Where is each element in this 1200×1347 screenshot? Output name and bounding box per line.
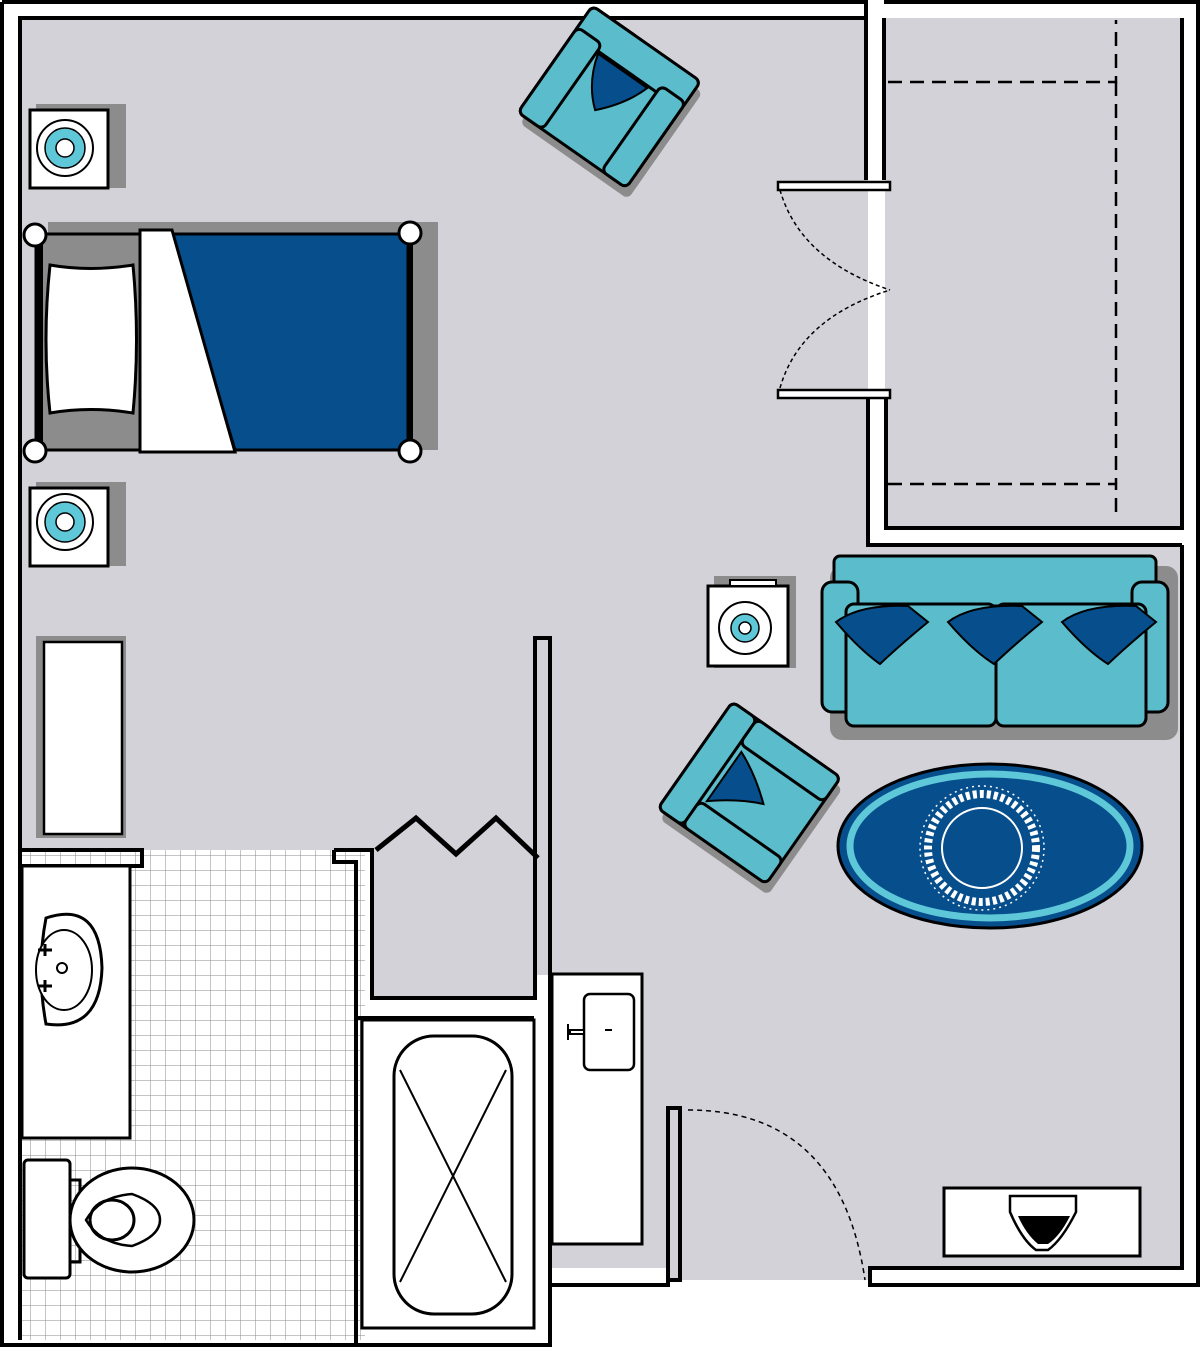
pillow xyxy=(44,263,138,415)
bedpost-tl xyxy=(22,222,48,248)
armchair-pillow xyxy=(704,750,765,806)
armchair-lower xyxy=(658,702,841,893)
bedpost-tr xyxy=(397,220,423,246)
armchair-pillow xyxy=(590,52,649,112)
faucet-icon xyxy=(38,944,52,992)
nightstand-top xyxy=(28,104,126,190)
closet-left-wall-lower xyxy=(866,18,1184,547)
closet-door-bottom-jamb xyxy=(776,388,892,400)
sofa xyxy=(820,554,1178,740)
sofa-pillow-3 xyxy=(1060,604,1158,666)
vanity-sink xyxy=(20,864,132,1140)
toilet xyxy=(22,1158,196,1280)
closet-floor xyxy=(885,18,1180,528)
area-rug xyxy=(836,762,1144,930)
wall-sink xyxy=(550,972,644,1246)
entry-door-swing xyxy=(687,1109,866,1281)
sofa-pillow-1 xyxy=(834,604,930,666)
closet-door-swing-top xyxy=(779,189,891,291)
closet-left-wall xyxy=(864,18,886,180)
closet-doors xyxy=(776,20,1118,518)
tv-stand xyxy=(942,1186,1142,1258)
dresser xyxy=(36,636,126,838)
outer-wall xyxy=(2,0,1200,545)
bedpost-br xyxy=(397,438,423,464)
faucet-icon xyxy=(567,1024,612,1040)
bedpost-bl xyxy=(22,438,48,464)
sofa-back xyxy=(832,554,1158,608)
bathtub xyxy=(360,1018,536,1330)
closet-door-swing-bottom xyxy=(779,289,891,389)
rug-medallion xyxy=(924,790,1040,906)
sofa-pillow-2 xyxy=(946,604,1044,666)
bifold-door xyxy=(374,814,540,860)
hallway-floor xyxy=(370,850,535,1000)
bed xyxy=(22,220,438,464)
nightstand-bottom xyxy=(28,482,126,568)
entry-wall-stub xyxy=(666,1106,682,1282)
wall-sink-basin xyxy=(582,992,636,1072)
shower-cross xyxy=(399,1069,507,1283)
bed-fold xyxy=(138,228,237,454)
toilet-tank xyxy=(22,1158,72,1280)
right-outer-wall xyxy=(868,545,1200,1287)
armchair-top xyxy=(518,6,701,197)
drain xyxy=(56,962,68,974)
closet-door-top-jamb xyxy=(776,180,892,192)
side-table xyxy=(706,576,796,668)
bathroom-partition-wall xyxy=(332,636,552,1345)
